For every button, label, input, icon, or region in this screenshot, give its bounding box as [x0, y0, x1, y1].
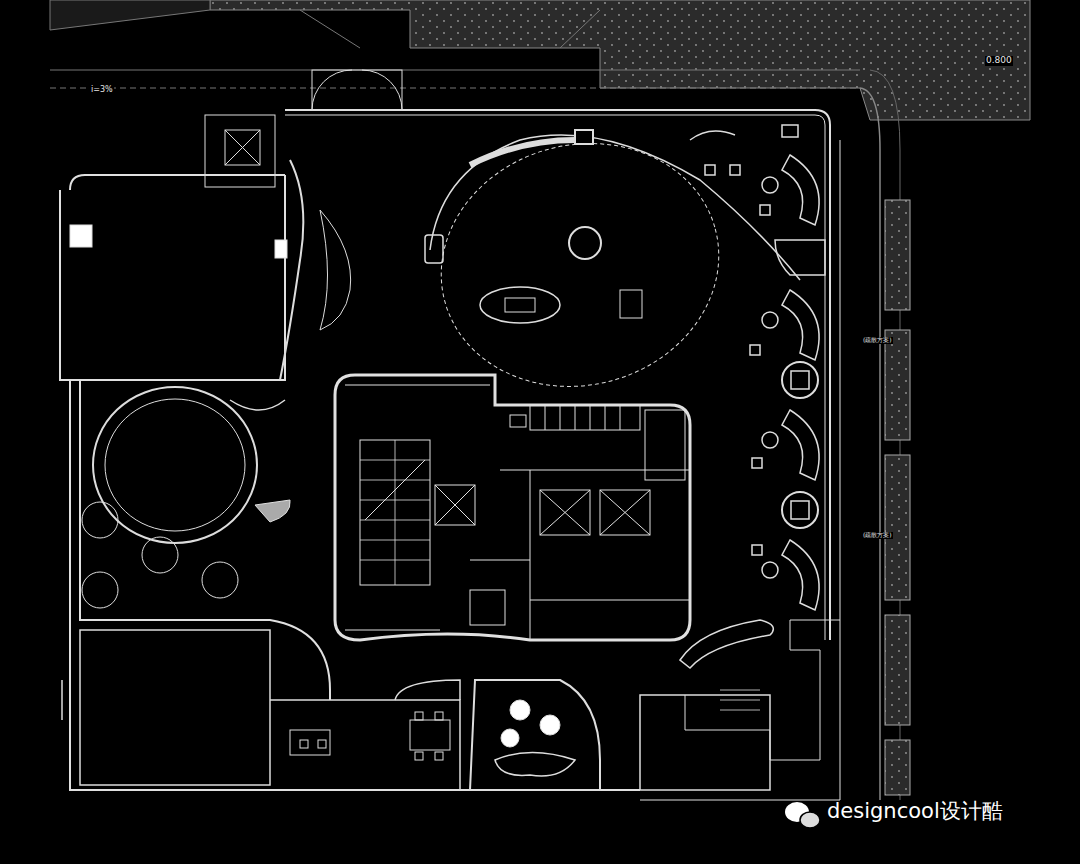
elevation-mark: 0.800 [985, 56, 1013, 66]
paving [50, 0, 1030, 800]
core [335, 375, 690, 640]
slope-mark: i=3% [90, 86, 114, 95]
note-text: (疏散方案) [862, 337, 893, 344]
bottom-rooms [62, 620, 840, 790]
lobby [414, 113, 800, 417]
building-walls [60, 110, 840, 800]
note-text: (疏散方案) [862, 532, 893, 539]
wechat-icon [785, 802, 820, 828]
watermark: designcool设计酷 [826, 800, 1004, 823]
lounge-seating [680, 125, 825, 668]
oval-room [82, 387, 290, 608]
planter-boxes [885, 200, 910, 795]
room [70, 70, 402, 380]
